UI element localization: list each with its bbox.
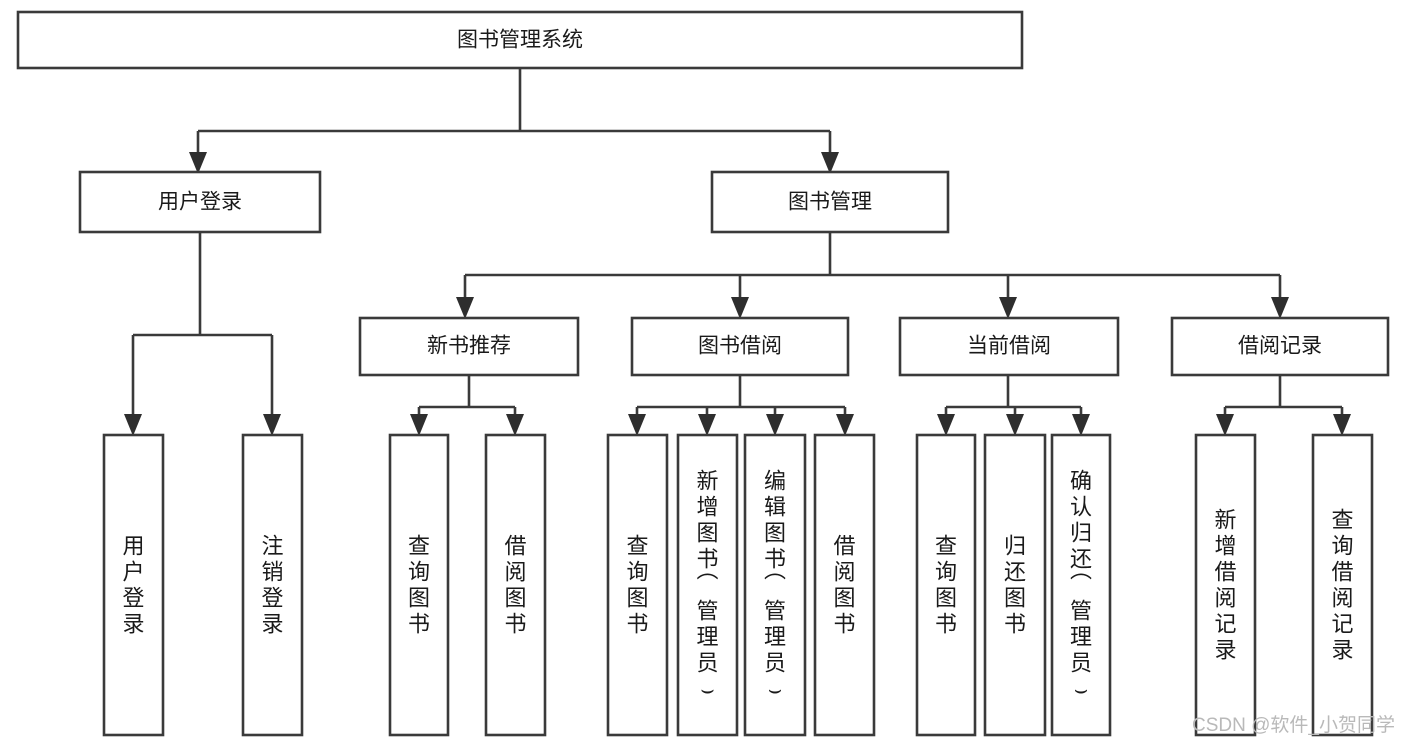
vertical-bracket-glyph: ⌒	[696, 572, 718, 597]
leaf-label-leaf-query-borrow-record: 查询借阅记录	[1331, 507, 1353, 662]
arrow-to-book-management	[821, 152, 839, 174]
arrow-to-leaf-logout	[263, 414, 281, 436]
leaf-box-leaf-query-borrow-record[interactable]	[1311, 433, 1374, 737]
leaf-node-layer: 用户登录 注销登录 查询图书 借阅图书 查询图书 新增图书⌒管理员⌣ 编辑图书⌒管理员⌣ 借阅…	[102, 433, 1374, 737]
node-current-borrow-label: 当前借阅	[967, 335, 1051, 358]
leaf-node-leaf-borrow-book[interactable]: 借阅图书	[813, 433, 876, 737]
node-root-图书管理系统[interactable]: 图书管理系统	[16, 10, 1024, 70]
arrow-to-leaf-add-borrow-record	[1216, 414, 1234, 436]
vertical-bracket-glyph: ⌣	[1074, 676, 1088, 701]
leaf-node-leaf-add-borrow-record[interactable]: 新增借阅记录	[1194, 433, 1257, 737]
arrow-to-leaf-return-book	[1006, 414, 1024, 436]
node-book-management[interactable]: 图书管理	[710, 170, 950, 234]
leaf-label-leaf-query-book-current: 查询图书	[935, 533, 957, 636]
leaf-label-leaf-query-book-recommend: 查询图书	[408, 533, 430, 636]
arrow-to-leaf-query-book-borrow	[628, 414, 646, 436]
vertical-bracket-glyph: ⌣	[700, 676, 714, 701]
leaf-box-leaf-user-login[interactable]	[102, 433, 165, 737]
leaf-node-leaf-query-book-current[interactable]: 查询图书	[915, 433, 977, 737]
node-user-login-box[interactable]	[78, 170, 322, 234]
leaf-label-leaf-logout: 注销登录	[261, 533, 283, 636]
node-book-management-box[interactable]	[710, 170, 950, 234]
vertical-bracket-glyph: ⌣	[768, 676, 782, 701]
node-new-book-recommend-label: 新书推荐	[427, 335, 511, 358]
node-new-book-recommend-box[interactable]	[358, 316, 580, 377]
leaf-node-leaf-logout[interactable]: 注销登录	[241, 433, 304, 737]
node-user-login[interactable]: 用户登录	[78, 170, 322, 234]
leaf-box-leaf-query-book-current[interactable]	[915, 433, 977, 737]
leaf-node-leaf-edit-book-admin[interactable]: 编辑图书⌒管理员⌣	[743, 433, 807, 737]
connector-layer	[124, 68, 1351, 436]
arrow-to-borrow-record	[1271, 297, 1289, 319]
node-borrow-record-box[interactable]	[1170, 316, 1390, 377]
node-book-borrow-box[interactable]	[630, 316, 850, 377]
arrow-to-leaf-borrow-book	[836, 414, 854, 436]
leaf-box-leaf-query-book-recommend[interactable]	[388, 433, 450, 737]
node-root-label: 图书管理系统	[457, 29, 583, 52]
node-borrow-record[interactable]: 借阅记录	[1170, 316, 1390, 377]
arrow-to-new-book-recommend	[456, 297, 474, 319]
arrow-to-leaf-confirm-return-admin	[1072, 414, 1090, 436]
leaf-box-leaf-confirm-return-admin[interactable]	[1050, 433, 1112, 737]
leaf-node-leaf-return-book[interactable]: 归还图书	[983, 433, 1047, 737]
leaf-label-leaf-query-book-borrow: 查询图书	[626, 533, 648, 636]
arrow-to-leaf-edit-book-admin	[766, 414, 784, 436]
arrow-to-leaf-query-book-current	[937, 414, 955, 436]
leaf-box-leaf-return-book[interactable]	[983, 433, 1047, 737]
vertical-bracket-glyph: ⌒	[1070, 572, 1092, 597]
leaf-node-leaf-add-book-admin[interactable]: 新增图书⌒管理员⌣	[676, 433, 739, 737]
arrow-to-leaf-query-book-recommend	[410, 414, 428, 436]
node-current-borrow-box[interactable]	[898, 316, 1120, 377]
leaf-node-leaf-query-book-borrow[interactable]: 查询图书	[606, 433, 669, 737]
node-book-borrow-label: 图书借阅	[698, 335, 782, 358]
leaf-box-leaf-borrow-book-recommend[interactable]	[484, 433, 547, 737]
leaf-label-leaf-confirm-return-admin: 确认归还⌒管理员⌣	[1070, 468, 1092, 701]
leaf-label-leaf-borrow-book-recommend: 借阅图书	[504, 533, 526, 636]
arrow-to-user-login	[189, 152, 207, 174]
leaf-label-leaf-add-book-admin: 新增图书⌒管理员⌣	[696, 468, 718, 701]
leaf-node-leaf-user-login[interactable]: 用户登录	[102, 433, 165, 737]
node-book-borrow[interactable]: 图书借阅	[630, 316, 850, 377]
arrow-to-leaf-query-borrow-record	[1333, 414, 1351, 436]
node-borrow-record-label: 借阅记录	[1238, 335, 1322, 358]
node-root-box[interactable]	[16, 10, 1024, 70]
leaf-node-leaf-confirm-return-admin[interactable]: 确认归还⌒管理员⌣	[1050, 433, 1112, 737]
leaf-label-leaf-return-book: 归还图书	[1004, 533, 1026, 636]
leaf-box-leaf-borrow-book[interactable]	[813, 433, 876, 737]
leaf-label-leaf-borrow-book: 借阅图书	[833, 533, 855, 636]
leaf-box-leaf-add-borrow-record[interactable]	[1194, 433, 1257, 737]
leaf-label-leaf-add-borrow-record: 新增借阅记录	[1214, 507, 1236, 662]
leaf-box-leaf-edit-book-admin[interactable]	[743, 433, 807, 737]
leaf-node-leaf-query-borrow-record[interactable]: 查询借阅记录	[1311, 433, 1374, 737]
node-new-book-recommend[interactable]: 新书推荐	[358, 316, 580, 377]
leaf-node-leaf-query-book-recommend[interactable]: 查询图书	[388, 433, 450, 737]
arrow-to-leaf-user-login	[124, 414, 142, 436]
csdn-watermark: CSDN @软件_小贺同学	[1192, 714, 1395, 736]
node-current-borrow[interactable]: 当前借阅	[898, 316, 1120, 377]
leaf-box-leaf-logout[interactable]	[241, 433, 304, 737]
arrow-to-leaf-borrow-book-recommend	[506, 414, 524, 436]
arrow-to-book-borrow	[731, 297, 749, 319]
node-book-management-label: 图书管理	[788, 191, 872, 214]
leaf-node-leaf-borrow-book-recommend[interactable]: 借阅图书	[484, 433, 547, 737]
leaf-label-leaf-user-login: 用户登录	[122, 533, 144, 636]
node-user-login-label: 用户登录	[158, 191, 242, 214]
leaf-box-leaf-add-book-admin[interactable]	[676, 433, 739, 737]
arrow-to-leaf-add-book-admin	[698, 414, 716, 436]
leaf-box-leaf-query-book-borrow[interactable]	[606, 433, 669, 737]
vertical-bracket-glyph: ⌒	[764, 572, 786, 597]
arrow-to-current-borrow	[999, 297, 1017, 319]
leaf-label-leaf-edit-book-admin: 编辑图书⌒管理员⌣	[764, 468, 786, 701]
